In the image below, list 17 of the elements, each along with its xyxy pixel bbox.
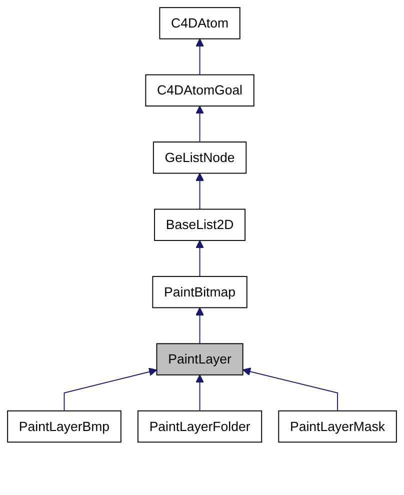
node-box: BaseList2D: [154, 208, 246, 241]
arrow: [196, 240, 204, 277]
arrow: [64, 368, 158, 412]
node-box: C4DAtom: [159, 7, 240, 40]
node-box: PaintLayer: [156, 343, 244, 376]
arrow: [242, 368, 338, 412]
node-box: PaintBitmap: [152, 276, 248, 308]
arrow: [196, 374, 204, 412]
arrow: [196, 38, 204, 76]
node-box: PaintLayerFolder: [137, 410, 262, 443]
node-box: C4DAtomGoal: [145, 74, 254, 106]
node-box: PaintLayerMask: [278, 410, 397, 443]
arrow: [196, 106, 204, 142]
arrow: [196, 307, 204, 344]
node-box: GeListNode: [152, 142, 247, 174]
arrow: [196, 172, 204, 210]
node-box: PaintLayerBmp: [7, 410, 122, 443]
